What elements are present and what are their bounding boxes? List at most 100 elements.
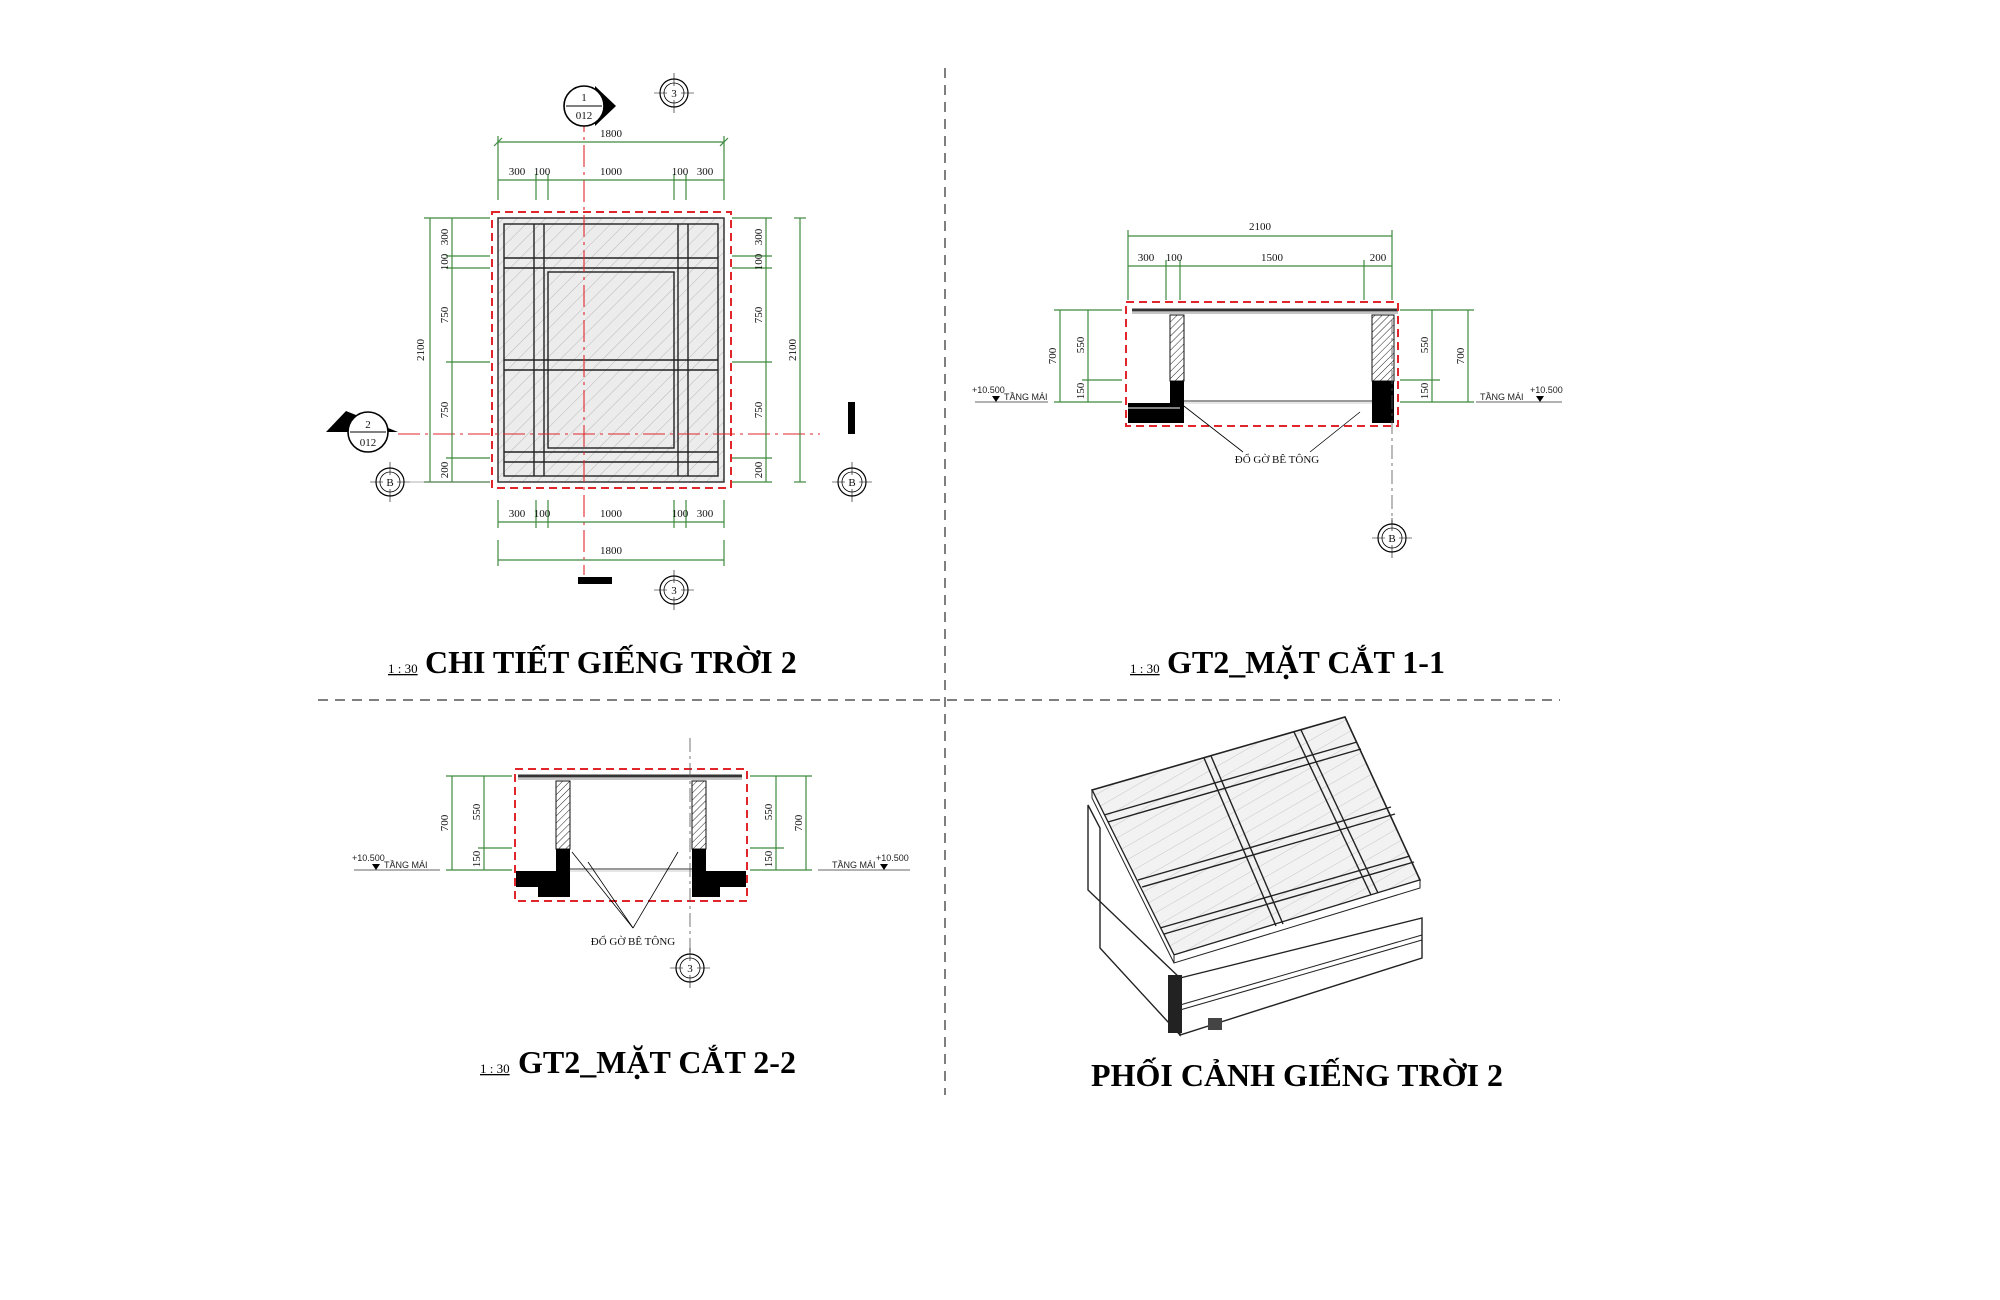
plan-left-dim-3: 750 bbox=[439, 306, 451, 323]
grid-bubble-3-top bbox=[654, 73, 694, 113]
s11-right-dim-3: 150 bbox=[1419, 382, 1431, 399]
s11-grid-bubble-b-label: B bbox=[1388, 533, 1395, 545]
section-marker-1-sheet: 012 bbox=[576, 110, 593, 122]
s11-level-right-name: TẦNG MÁI bbox=[1480, 392, 1524, 402]
plan-dims-top bbox=[493, 136, 729, 200]
s11-left-dim-3: 150 bbox=[1075, 382, 1087, 399]
s11-highlight bbox=[1125, 301, 1399, 427]
s11-level-left-value: +10.500 bbox=[972, 385, 1005, 395]
plan-left-total: 2100 bbox=[415, 339, 427, 362]
section-cut-mark-bottom bbox=[578, 577, 612, 584]
plan-left-dim-2: 100 bbox=[439, 253, 451, 270]
quadrant-dividers bbox=[318, 68, 1560, 1095]
plan-left-dim-5: 200 bbox=[439, 461, 451, 478]
plan-top-dim-5: 300 bbox=[697, 166, 714, 178]
plan-left-dim-1: 300 bbox=[439, 228, 451, 245]
s11-level-right bbox=[1476, 396, 1562, 403]
s22-right-curb bbox=[692, 849, 706, 871]
s11-dims-top bbox=[1127, 230, 1393, 300]
s11-right-curb bbox=[1372, 381, 1394, 423]
plan-right-total: 2100 bbox=[787, 339, 799, 362]
section-marker-2-sheet: 012 bbox=[360, 437, 377, 449]
s11-level-right-value: +10.500 bbox=[1530, 385, 1563, 395]
section-marker-2 bbox=[326, 411, 398, 453]
plan-total-width: 1800 bbox=[600, 128, 623, 140]
plan-bottom-dim-1: 300 bbox=[509, 508, 526, 520]
s22-left-dim-2: 550 bbox=[471, 803, 483, 820]
s22-level-right-name: TẦNG MÁI bbox=[832, 860, 876, 870]
plan-dims-left bbox=[424, 217, 490, 483]
plan-right-dim-1: 300 bbox=[753, 228, 765, 245]
plan-bottom-dim-4: 100 bbox=[672, 508, 689, 520]
plan-right-dim-4: 750 bbox=[753, 401, 765, 418]
plan-top-dim-2: 100 bbox=[534, 166, 551, 178]
grid-bubble-b-left-label: B bbox=[386, 477, 393, 489]
s22-right-dim-2: 700 bbox=[793, 814, 805, 831]
s11-top-dim-1: 300 bbox=[1138, 252, 1155, 264]
s11-dims-left bbox=[1054, 309, 1122, 403]
s11-level-left bbox=[975, 396, 1048, 403]
section-marker-1-number: 1 bbox=[581, 92, 587, 104]
s11-left-curb bbox=[1170, 381, 1184, 403]
s22-grid-bubble-3-label: 3 bbox=[687, 963, 693, 975]
plan-bottom-total: 1800 bbox=[600, 545, 623, 557]
s11-top-dim-4: 200 bbox=[1370, 252, 1387, 264]
section-1-1-view: 2100 300 100 1500 200 700 550 150 550 70… bbox=[972, 221, 1563, 558]
s22-left-wall bbox=[555, 780, 571, 850]
s22-right-wall bbox=[691, 780, 707, 850]
s22-right-dim-3: 150 bbox=[763, 850, 775, 867]
s11-right-dim-2: 700 bbox=[1455, 347, 1467, 364]
s22-left-dim-1: 700 bbox=[439, 814, 451, 831]
s22-level-left-name: TẦNG MÁI bbox=[384, 860, 428, 870]
persp-glass-frame bbox=[1103, 729, 1415, 935]
plan-bottom-dim-5: 300 bbox=[697, 508, 714, 520]
plan-top-dim-1: 300 bbox=[509, 166, 526, 178]
plan-left-dim-4: 750 bbox=[439, 401, 451, 418]
plan-top-dim-3: 1000 bbox=[600, 166, 623, 178]
persp-corner-post bbox=[1168, 975, 1182, 1033]
s11-top-dim-3: 1500 bbox=[1261, 252, 1284, 264]
s22-scale: 1 : 30 bbox=[480, 1061, 510, 1076]
plan-top-dim-4: 100 bbox=[672, 166, 689, 178]
grid-bubble-b-right-label: B bbox=[848, 477, 855, 489]
plan-view: 1800 300 100 1000 100 300 300 100 1000 1… bbox=[326, 73, 872, 610]
plan-bottom-dim-3: 1000 bbox=[600, 508, 623, 520]
s11-dims-right bbox=[1400, 309, 1474, 403]
s11-level-left-name: TẦNG MÁI bbox=[1004, 392, 1048, 402]
grid-bubble-b-left bbox=[370, 462, 410, 502]
perspective-title: PHỐI CẢNH GIẾNG TRỜI 2 bbox=[1091, 1057, 1503, 1093]
s22-right-slab bbox=[692, 871, 746, 887]
s11-left-dim-1: 700 bbox=[1047, 347, 1059, 364]
s11-grid-bubble-b bbox=[1372, 518, 1412, 558]
s11-top-dim-2: 100 bbox=[1166, 252, 1183, 264]
section-marker-2-number: 2 bbox=[365, 419, 371, 431]
persp-glass-top bbox=[1090, 716, 1422, 956]
plan-dims-right bbox=[732, 217, 806, 483]
skylight-glass bbox=[497, 217, 725, 483]
s22-level-right bbox=[818, 864, 910, 871]
s22-level-left bbox=[354, 864, 440, 871]
s11-title: GT2_MẶT CẮT 1-1 bbox=[1167, 644, 1445, 680]
section-cut-mark-right bbox=[848, 402, 855, 434]
s11-total-width: 2100 bbox=[1249, 221, 1272, 233]
section-2-2-view: 700 550 150 550 700 150 +10.500 TẦNG MÁI… bbox=[352, 738, 910, 988]
s11-left-slab bbox=[1128, 403, 1184, 423]
s22-note: ĐỔ GỜ BÊ TÔNG bbox=[591, 935, 675, 948]
plan-right-dim-5: 200 bbox=[753, 461, 765, 478]
s11-note: ĐỔ GỜ BÊ TÔNG bbox=[1235, 453, 1319, 466]
s11-scale: 1 : 30 bbox=[1130, 661, 1160, 676]
s11-right-wall bbox=[1371, 314, 1395, 382]
plan-right-dim-3: 750 bbox=[753, 306, 765, 323]
s22-dims-right bbox=[750, 775, 812, 871]
grid-bubble-3-bottom-label: 3 bbox=[671, 585, 677, 597]
highlight-box bbox=[491, 211, 732, 489]
plan-scale: 1 : 30 bbox=[388, 661, 418, 676]
plan-bottom-dim-2: 100 bbox=[534, 508, 551, 520]
plan-title: CHI TIẾT GIẾNG TRỜI 2 bbox=[425, 644, 797, 680]
s22-left-slab bbox=[516, 871, 570, 887]
section-marker-1 bbox=[563, 85, 616, 127]
grid-bubble-3-top-label: 3 bbox=[671, 88, 677, 100]
s22-level-right-value: +10.500 bbox=[876, 853, 909, 863]
s22-dims-left bbox=[446, 775, 512, 871]
